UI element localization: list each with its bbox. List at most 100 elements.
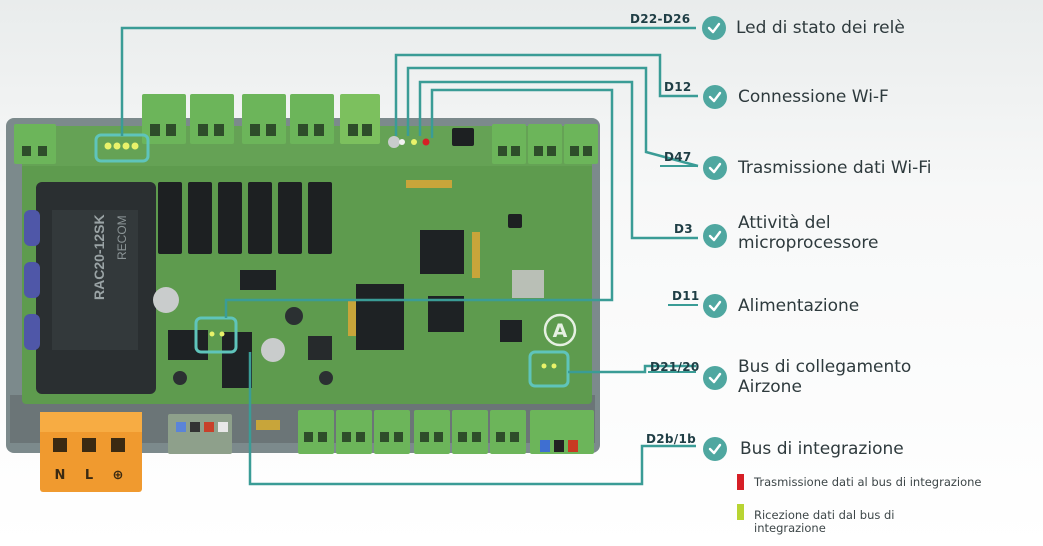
leader-d11 bbox=[224, 88, 614, 318]
terminal-block bbox=[492, 124, 526, 164]
wire-blue bbox=[176, 422, 186, 432]
psu-strap-1 bbox=[24, 210, 40, 246]
check-icon bbox=[703, 85, 727, 109]
psu-brand-text: RECOM bbox=[115, 215, 129, 260]
capacitor bbox=[319, 371, 333, 385]
relay-status-led bbox=[131, 142, 139, 150]
terminal-block bbox=[374, 410, 410, 454]
terminal-block bbox=[414, 410, 450, 454]
wifi-led bbox=[399, 139, 405, 145]
power-label-line: L bbox=[85, 468, 93, 483]
relay bbox=[218, 182, 242, 254]
inductor bbox=[308, 336, 332, 360]
relay bbox=[248, 182, 272, 254]
terminal-block bbox=[490, 410, 526, 454]
power-screw bbox=[53, 438, 67, 452]
capacitor bbox=[285, 307, 303, 325]
leader-d22 bbox=[120, 26, 696, 136]
header-pins bbox=[406, 180, 452, 188]
wire-black bbox=[554, 440, 564, 452]
dip-switch bbox=[452, 128, 474, 146]
legend-swatch-rx bbox=[737, 504, 744, 520]
capacitor bbox=[173, 371, 187, 385]
terminal-block bbox=[242, 94, 286, 144]
top-terminal-screws bbox=[22, 124, 592, 156]
psu-label-area bbox=[52, 210, 138, 350]
terminal-block bbox=[336, 410, 372, 454]
bus-led bbox=[541, 363, 547, 369]
power-screw bbox=[82, 438, 96, 452]
legend-text-rx: Ricezione dati dal bus di integrazione bbox=[754, 508, 895, 535]
wire-black bbox=[190, 422, 200, 432]
highlight-bus-leds bbox=[528, 350, 570, 388]
relay-status-led bbox=[113, 142, 121, 150]
callout-tag: D3 bbox=[674, 222, 693, 236]
power-terminal-top bbox=[40, 412, 142, 432]
wire-red bbox=[568, 440, 578, 452]
reset-button bbox=[508, 214, 522, 228]
callout-underlines bbox=[622, 27, 698, 447]
terminal-block bbox=[564, 124, 598, 164]
callout-label: Attività del microprocessore bbox=[738, 213, 879, 253]
callout-tag: D2b/1b bbox=[646, 432, 697, 446]
highlight-power-leds bbox=[194, 316, 238, 354]
wifi-data-led bbox=[411, 139, 417, 145]
header-pins bbox=[472, 232, 480, 278]
bus-led bbox=[551, 363, 557, 369]
terminal-block bbox=[452, 410, 488, 454]
wire-white bbox=[218, 422, 228, 432]
cpu-led bbox=[422, 138, 430, 146]
callout-tag: D47 bbox=[664, 150, 692, 164]
relay bbox=[158, 182, 182, 254]
relay bbox=[278, 182, 302, 254]
callout-label: Bus di collegamento Airzone bbox=[738, 357, 912, 397]
terminal-block bbox=[340, 94, 380, 144]
power-led bbox=[219, 331, 225, 337]
terminal-block bbox=[168, 414, 232, 454]
leader-d47 bbox=[406, 66, 699, 168]
header-pins bbox=[348, 300, 356, 336]
terminal-block bbox=[190, 94, 234, 144]
callout-tag: D21/20 bbox=[650, 360, 700, 374]
chip bbox=[168, 330, 208, 360]
callout-label: Connessione Wi-F bbox=[738, 87, 889, 107]
callout-tag: D12 bbox=[664, 80, 692, 94]
psu-strap-2 bbox=[24, 262, 40, 298]
check-icon bbox=[703, 224, 727, 248]
chip bbox=[428, 296, 464, 332]
power-screw bbox=[111, 438, 125, 452]
legend-swatch-tx bbox=[737, 474, 744, 490]
callout-tag: D11 bbox=[672, 289, 700, 303]
relay-status-led bbox=[104, 142, 112, 150]
leader-d21 bbox=[568, 364, 696, 374]
callout-label: Alimentazione bbox=[738, 296, 860, 316]
psu-strap-3 bbox=[24, 314, 40, 350]
callout-tag: D22-D26 bbox=[630, 12, 691, 26]
terminal-block bbox=[528, 124, 562, 164]
leader-d3 bbox=[418, 80, 698, 240]
check-icon bbox=[703, 294, 727, 318]
check-icon bbox=[702, 16, 726, 40]
terminal-block bbox=[290, 94, 334, 144]
header-pins bbox=[256, 420, 280, 430]
chip bbox=[500, 320, 522, 342]
legend-text-tx: Trasmissione dati al bus di integrazione bbox=[754, 475, 982, 489]
wire-red bbox=[204, 422, 214, 432]
brand-logo-letter: A bbox=[553, 320, 568, 342]
power-label-neutral: N bbox=[55, 468, 66, 483]
terminal-block bbox=[14, 124, 56, 164]
bottom-terminal-screws bbox=[304, 432, 519, 442]
power-led bbox=[209, 331, 215, 337]
wire-blue bbox=[540, 440, 550, 452]
capacitor bbox=[388, 136, 400, 148]
callout-label: Led di stato dei relè bbox=[736, 18, 905, 38]
power-label-ground: ⊕ bbox=[113, 468, 124, 483]
wifi-module bbox=[512, 270, 544, 298]
psu-model-text: RAC20-12SK bbox=[91, 214, 107, 300]
callout-label: Bus di integrazione bbox=[740, 439, 904, 459]
microprocessor-chip bbox=[420, 230, 464, 274]
callout-label: Trasmissione dati Wi-Fi bbox=[738, 158, 932, 178]
relay-status-led bbox=[122, 142, 130, 150]
